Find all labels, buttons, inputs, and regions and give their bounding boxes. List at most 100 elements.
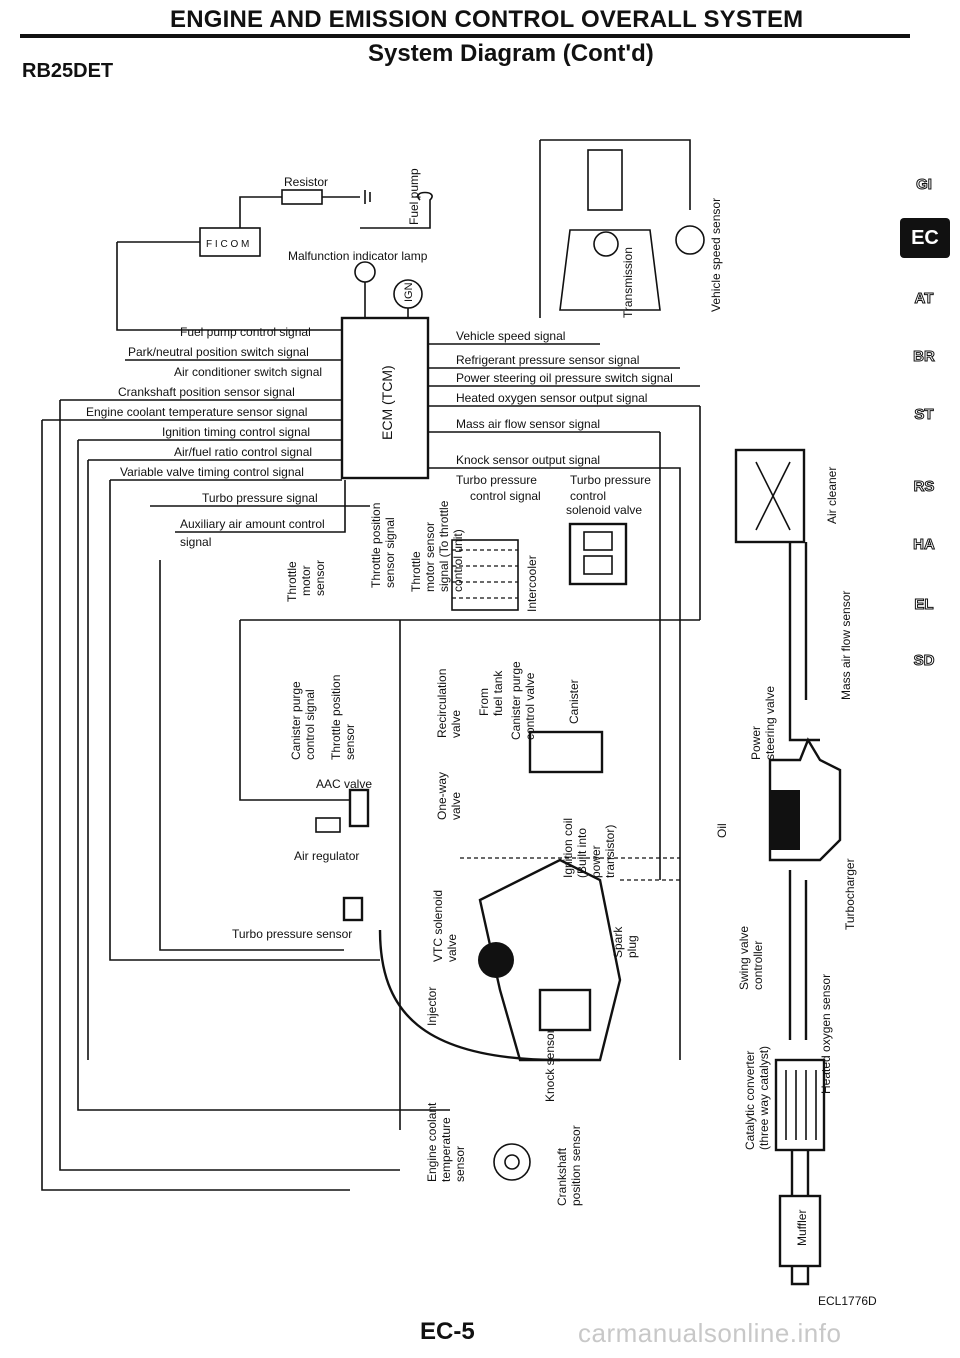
tp-solenoid-label-3: solenoid valve bbox=[566, 503, 642, 517]
tab-ha[interactable]: HA bbox=[913, 536, 936, 554]
signal-ect: Engine coolant temperature sensor signal bbox=[86, 405, 307, 419]
canister-label: Canister bbox=[567, 679, 581, 724]
figure-code: ECL1776D bbox=[818, 1294, 877, 1308]
oil-label: Oil bbox=[715, 823, 729, 838]
ect-label: Engine coolant bbox=[425, 1102, 439, 1182]
canister-purge-signal-label-2: control signal bbox=[303, 689, 317, 760]
vtc-label-2: valve bbox=[445, 934, 459, 962]
tms-signal-label-3: signal (To throttle bbox=[437, 500, 451, 592]
vtc-label: VTC solenoid bbox=[431, 890, 445, 962]
ho2s-label: Heated oxygen sensor bbox=[819, 974, 833, 1094]
ignition-coil-label-3: power bbox=[589, 845, 603, 878]
tab-br[interactable]: BR bbox=[913, 348, 936, 366]
mil-label: Malfunction indicator lamp bbox=[288, 249, 428, 263]
mil-lamp-icon bbox=[354, 261, 376, 283]
signal-vss-in: Vehicle speed signal bbox=[456, 329, 565, 343]
ign-label: IGN bbox=[403, 282, 415, 302]
piston-symbol bbox=[538, 988, 592, 1032]
ckp-sensor-icon bbox=[493, 1143, 531, 1181]
one-way-valve-label: One-way bbox=[435, 772, 449, 820]
left-signal-group: Fuel pump control signal Park/neutral po… bbox=[41, 325, 450, 1191]
swing-valve-label-2: controller bbox=[751, 941, 765, 990]
tab-ec[interactable]: EC bbox=[900, 218, 950, 258]
ect-label-2: temperature bbox=[439, 1117, 453, 1182]
air-cleaner-box bbox=[734, 448, 806, 544]
recirc-label: Recirculation bbox=[435, 669, 449, 738]
tp-solenoid-label-2: control bbox=[570, 489, 606, 503]
spark-plug-label-2: plug bbox=[625, 935, 639, 958]
signal-turbo-ctrl-1: Turbo pressure bbox=[456, 473, 537, 487]
resistor-label: Resistor bbox=[284, 175, 328, 189]
ect-label-3: sensor bbox=[453, 1146, 467, 1182]
air-cleaner-label: Air cleaner bbox=[825, 467, 839, 524]
tp-sensor-symbol bbox=[342, 896, 364, 922]
signal-turbo-ctrl-2: control signal bbox=[470, 489, 541, 503]
turbocharger-body bbox=[768, 737, 842, 862]
engine-model: RB25DET bbox=[22, 60, 114, 82]
ckp-label: Crankshaft bbox=[555, 1147, 569, 1206]
tab-gi[interactable]: GI bbox=[916, 176, 933, 194]
ignition-coil-label-4: transistor) bbox=[603, 825, 617, 878]
throttle-motor-sensor-label-3: sensor bbox=[313, 560, 327, 596]
maf-label: Mass air flow sensor bbox=[839, 591, 853, 700]
ecm-box bbox=[340, 316, 430, 480]
transmission-label: Transmission bbox=[621, 247, 635, 318]
fico-label: F I C O M bbox=[206, 239, 249, 250]
signal-park-neutral: Park/neutral position switch signal bbox=[128, 345, 309, 359]
intercooler-label: Intercooler bbox=[525, 555, 539, 612]
tab-at[interactable]: AT bbox=[914, 290, 934, 308]
tms-signal-label-4: control unit) bbox=[451, 529, 465, 592]
canister-valve-label: Canister purge bbox=[509, 661, 523, 740]
tps-signal-label: Throttle position bbox=[369, 503, 383, 588]
signal-ac: Air conditioner switch signal bbox=[174, 365, 322, 379]
signal-maf: Mass air flow sensor signal bbox=[456, 417, 600, 431]
tps-label: Throttle position bbox=[329, 675, 343, 760]
canister-purge-signal-label: Canister purge bbox=[289, 681, 303, 760]
resistor-symbol bbox=[281, 189, 323, 205]
ps-valve-label: Power bbox=[749, 726, 763, 760]
vss-icon bbox=[675, 225, 705, 255]
catalytic-label-2: (three way catalyst) bbox=[757, 1046, 771, 1150]
vss-label: Vehicle speed sensor bbox=[709, 198, 723, 312]
canister-valve-label-2: control valve bbox=[523, 672, 537, 740]
ckp-label-2: position sensor bbox=[569, 1125, 583, 1206]
canister-box bbox=[528, 730, 604, 774]
tab-st[interactable]: ST bbox=[914, 406, 934, 424]
muffler-label: Muffler bbox=[795, 1210, 809, 1246]
page-number: EC-5 bbox=[420, 1318, 475, 1345]
title-rule bbox=[20, 34, 910, 38]
swing-valve-label: Swing valve bbox=[737, 926, 751, 990]
muffler-body bbox=[778, 1194, 822, 1268]
air-regulator-symbol bbox=[315, 817, 341, 833]
aac-label: AAC valve bbox=[316, 777, 372, 791]
recirc-label-2: valve bbox=[449, 710, 463, 738]
catalytic-label: Catalytic converter bbox=[743, 1051, 757, 1150]
signal-fuel-pump: Fuel pump control signal bbox=[180, 325, 311, 339]
signal-afr: Air/fuel ratio control signal bbox=[174, 445, 312, 459]
tab-el[interactable]: EL bbox=[914, 596, 934, 614]
tps-label-2: sensor bbox=[343, 724, 357, 760]
transmission-gear-icon bbox=[593, 231, 619, 257]
from-fuel-tank-label-2: fuel tank bbox=[491, 670, 505, 716]
tps-signal-label-2: sensor signal bbox=[383, 517, 397, 588]
signal-aux-air-2: signal bbox=[180, 535, 211, 549]
tms-signal-label: Throttle bbox=[409, 551, 423, 592]
tms-signal-label-2: motor sensor bbox=[423, 522, 437, 592]
signal-ho2s: Heated oxygen sensor output signal bbox=[456, 391, 647, 405]
throttle-motor-sensor-label-2: motor bbox=[299, 565, 313, 596]
tab-sd[interactable]: SD bbox=[913, 652, 935, 670]
tab-rs[interactable]: RS bbox=[913, 478, 935, 496]
tp-sensor-label: Turbo pressure sensor bbox=[232, 927, 352, 941]
watermark: carmanualsonline.info bbox=[578, 1318, 842, 1348]
signal-aux-air: Auxiliary air amount control bbox=[180, 517, 325, 531]
throttle-motor-sensor-label: Throttle bbox=[285, 561, 299, 602]
intercooler-body bbox=[451, 539, 519, 611]
vtc-solenoid-icon bbox=[478, 942, 514, 978]
tp-solenoid-label: Turbo pressure bbox=[570, 473, 651, 487]
signal-ckp: Crankshaft position sensor signal bbox=[118, 385, 295, 399]
knock-label: Knock sensor bbox=[543, 1029, 557, 1102]
signal-knock: Knock sensor output signal bbox=[456, 453, 600, 467]
from-fuel-tank-label: From bbox=[477, 688, 491, 716]
engine-cylinder bbox=[478, 858, 622, 1062]
